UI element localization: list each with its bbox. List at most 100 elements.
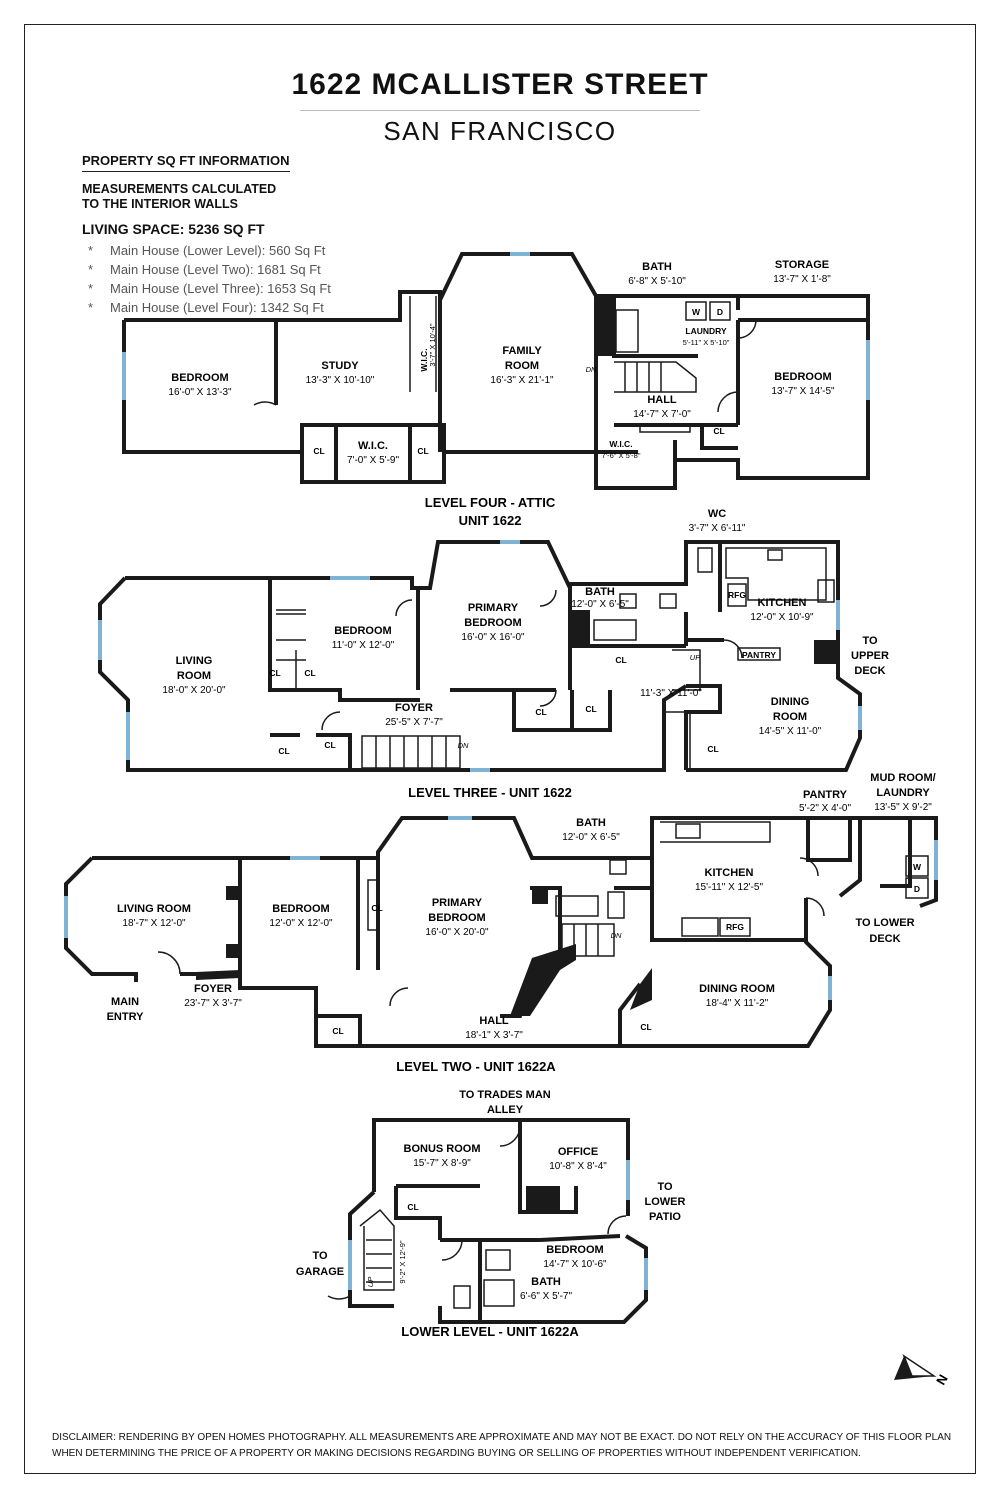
primary-bedroom-label-1: PRIMARY bbox=[468, 602, 519, 614]
living-room-label-1: LIVING bbox=[176, 655, 213, 667]
washer-icon: W bbox=[692, 307, 701, 317]
primary-bedroom-label-2: BEDROOM bbox=[428, 912, 485, 924]
dryer-icon: D bbox=[914, 884, 920, 894]
bath-label: BATH bbox=[576, 817, 606, 829]
foyer-label: FOYER bbox=[395, 702, 433, 714]
laundry-label: LAUNDRY bbox=[685, 326, 727, 336]
study-label: STUDY bbox=[321, 360, 359, 372]
closet-label: CL bbox=[615, 655, 626, 665]
level-four-caption-2: UNIT 1622 bbox=[459, 513, 522, 528]
windows bbox=[64, 252, 938, 1290]
stair-dim: 9'-2" X 12'-9" bbox=[398, 1240, 407, 1284]
hall-label: HALL bbox=[647, 394, 677, 406]
office-dim: 10'-8" X 8'-4" bbox=[549, 1161, 607, 1172]
level-four-details bbox=[253, 296, 757, 433]
to-garage-label-1: TO bbox=[312, 1250, 328, 1262]
refrigerator-label: RFG bbox=[726, 922, 744, 932]
storage-dim: 13'-7" X 1'-8" bbox=[773, 274, 831, 285]
stair-down-label: DN bbox=[458, 741, 469, 750]
measurement-note: MEASUREMENTS CALCULATED TO THE INTERIOR … bbox=[82, 182, 302, 212]
stair-down-label: DN bbox=[586, 365, 597, 374]
bedroom-dim: 11'-0" X 12'-0" bbox=[332, 640, 395, 651]
family-room-dim: 16'-3" X 21'-1" bbox=[490, 375, 554, 386]
primary-bedroom-label-1: PRIMARY bbox=[432, 897, 483, 909]
stair-up-label: UP bbox=[366, 1277, 375, 1287]
bath-label: BATH bbox=[642, 261, 672, 273]
level-three-caption: LEVEL THREE - UNIT 1622 bbox=[408, 785, 572, 800]
closet-label: CL bbox=[278, 746, 289, 756]
living-space-total: LIVING SPACE: 5236 SQ FT bbox=[82, 221, 265, 237]
primary-bedroom-dim: 16'-0" X 16'-0" bbox=[461, 632, 525, 643]
foyer-dim: 25'-5" X 7'-7" bbox=[385, 717, 443, 728]
level-four-caption-1: LEVEL FOUR - ATTIC bbox=[425, 495, 556, 510]
to-lower-deck-label-1: TO LOWER bbox=[855, 917, 914, 929]
to-upper-deck-label-1: TO bbox=[862, 635, 878, 647]
measurement-note-line1: MEASUREMENTS CALCULATED bbox=[82, 182, 277, 196]
closet-label: CL bbox=[269, 668, 280, 678]
study-dim: 13'-3" X 10'-10" bbox=[306, 375, 375, 386]
wic-small-label: W.I.C. bbox=[358, 440, 388, 452]
closet-label: CL bbox=[407, 1202, 418, 1212]
level-two-details bbox=[157, 821, 929, 1007]
to-lower-patio-label-2: LOWER bbox=[645, 1196, 686, 1208]
bedroom-west-label: BEDROOM bbox=[171, 372, 228, 384]
hall-dim: 18'-1" X 3'-7" bbox=[465, 1030, 523, 1041]
bedroom-label: BEDROOM bbox=[546, 1244, 603, 1256]
back-hall-dim: 11'-3" X 11'-0" bbox=[640, 688, 702, 699]
pantry-label: PANTRY bbox=[742, 650, 776, 660]
bath-dim: 6'-8" X 5'-10" bbox=[628, 276, 686, 287]
bonus-room-dim: 15'-7" X 8'-9" bbox=[413, 1158, 471, 1169]
closet-label: CL bbox=[304, 668, 315, 678]
disclaimer: DISCLAIMER: RENDERING BY OPEN HOMES PHOT… bbox=[52, 1430, 952, 1462]
mud-room-label-1: MUD ROOM/ bbox=[870, 772, 935, 784]
lower-level-caption: LOWER LEVEL - UNIT 1622A bbox=[401, 1324, 579, 1339]
bedroom-west-dim: 16'-0" X 13'-3" bbox=[168, 387, 232, 398]
to-alley-label-2: ALLEY bbox=[487, 1104, 524, 1116]
closet-label: CL bbox=[417, 446, 428, 456]
level-area-item: Main House (Level Three): 1653 Sq Ft bbox=[82, 279, 382, 298]
bonus-room-label: BONUS ROOM bbox=[404, 1143, 481, 1155]
level-area-item: Main House (Lower Level): 560 Sq Ft bbox=[82, 241, 382, 260]
level-area-item: Main House (Level Four): 1342 Sq Ft bbox=[82, 298, 382, 317]
bedroom-label: BEDROOM bbox=[272, 903, 329, 915]
page-frame bbox=[24, 24, 976, 1474]
pantry-dim: 5'-2" X 4'-0" bbox=[799, 803, 852, 814]
closet-label: CL bbox=[640, 1022, 651, 1032]
info-heading: PROPERTY SQ FT INFORMATION bbox=[82, 153, 290, 172]
wic-hall-dim: 7'-6" X 5'-8" bbox=[601, 451, 640, 460]
level-area-item: Main House (Level Two): 1681 Sq Ft bbox=[82, 260, 382, 279]
wic-small-dim: 7'-0" X 5'-9" bbox=[347, 455, 400, 466]
family-room-label-2: ROOM bbox=[505, 360, 539, 372]
to-lower-deck-label-2: DECK bbox=[869, 933, 900, 945]
living-room-dim: 18'-0" X 20'-0" bbox=[162, 685, 226, 696]
bath-dim: 12'-0" X 6'-5" bbox=[571, 599, 629, 610]
refrigerator-label: RFG bbox=[728, 590, 746, 600]
closet-label: CL bbox=[535, 707, 546, 717]
family-room-label-1: FAMILY bbox=[502, 345, 542, 357]
wic-tall-dim: 3'-7" X 10'-4" bbox=[428, 323, 437, 367]
bedroom-dim: 12'-0" X 12'-0" bbox=[269, 918, 333, 929]
closet-label: CL bbox=[371, 903, 382, 913]
disclaimer-line2: WHEN DETERMINING THE PRICE OF A PROPERTY… bbox=[52, 1448, 861, 1459]
primary-bedroom-dim: 16'-0" X 20'-0" bbox=[425, 927, 489, 938]
title-divider bbox=[300, 110, 700, 111]
closet-label: CL bbox=[313, 446, 324, 456]
level-three-details bbox=[276, 547, 835, 770]
stair-down-label: DN bbox=[611, 931, 622, 940]
to-lower-patio-label-1: TO bbox=[657, 1181, 673, 1193]
dining-room-dim: 14'-5" X 11'-0" bbox=[759, 726, 822, 737]
to-lower-patio-label-3: PATIO bbox=[649, 1211, 681, 1223]
bath-dim: 12'-0" X 6'-5" bbox=[562, 832, 620, 843]
living-room-label: LIVING ROOM bbox=[117, 903, 191, 915]
closet-label: CL bbox=[585, 704, 596, 714]
laundry-dim: 5'-11" X 5'-10" bbox=[683, 338, 730, 347]
main-entry-label-2: ENTRY bbox=[107, 1011, 145, 1023]
north-arrow-outline-icon bbox=[902, 1354, 937, 1377]
dining-room-label: DINING ROOM bbox=[699, 983, 775, 995]
dining-room-label-2: ROOM bbox=[773, 711, 807, 723]
living-room-label-2: ROOM bbox=[177, 670, 211, 682]
stair-up-label: UP bbox=[690, 653, 700, 662]
